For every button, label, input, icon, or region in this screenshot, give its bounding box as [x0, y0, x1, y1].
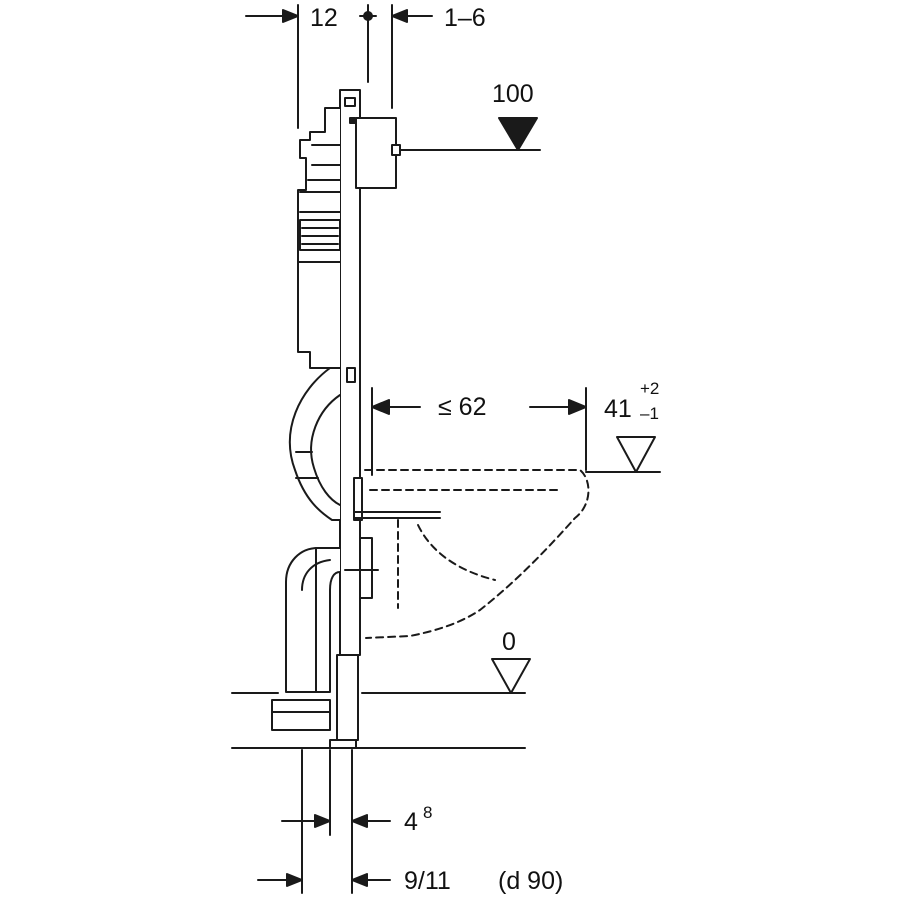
- mounting-frame: [329, 89, 401, 749]
- top-dimension-lines: [245, 4, 433, 129]
- dimension-4-exponent: 8: [423, 803, 433, 822]
- floor-lines: [231, 692, 526, 749]
- pipe-diameter-label: (d 90): [498, 867, 564, 895]
- seat-height-tolerance-minus: –1: [640, 404, 659, 423]
- floor-level-label: 0: [502, 628, 516, 656]
- actuation-height-marker: [397, 117, 541, 151]
- projection-dimension: [371, 387, 587, 476]
- seat-height-marker: [585, 436, 661, 473]
- bottom-dimension-lines: [257, 749, 391, 894]
- flush-pipe: [288, 367, 341, 521]
- floor-level-marker: [491, 658, 531, 694]
- drain-bend: [271, 547, 341, 731]
- wc-bowl-outline: [364, 469, 590, 639]
- seat-height-tolerance-plus: +2: [640, 379, 660, 398]
- bowl-projection-label: ≤ 62: [438, 393, 487, 421]
- cistern: [297, 107, 341, 369]
- dimension-4-label: 4: [404, 808, 418, 836]
- fixing-rods: [344, 477, 441, 599]
- dimension-9-11-label: 9/11: [404, 867, 451, 895]
- seat-height-label: 41: [604, 395, 632, 423]
- actuation-height-label: 100: [492, 80, 534, 108]
- dimension-12-label: 12: [310, 4, 338, 32]
- dimension-1-6-label: 1–6: [444, 4, 486, 32]
